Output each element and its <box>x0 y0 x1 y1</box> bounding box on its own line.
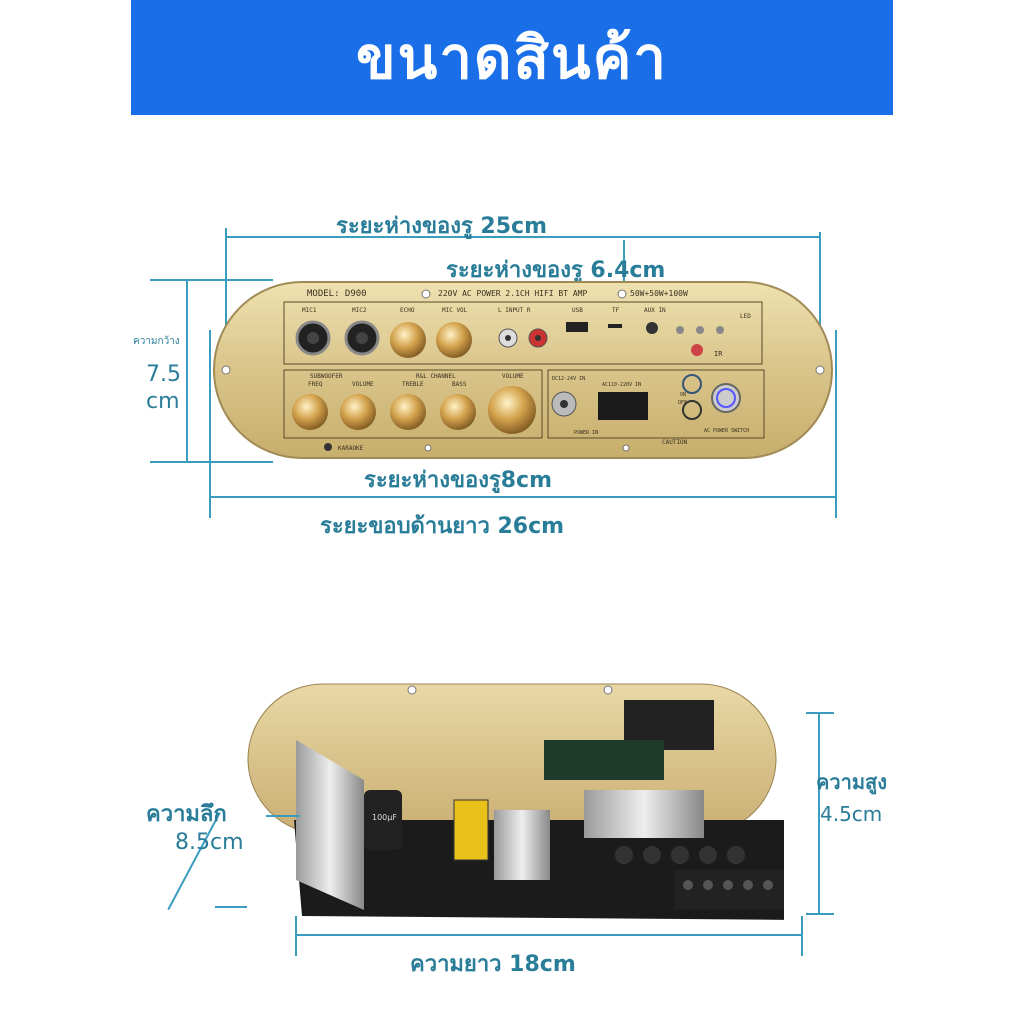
subwoofer-label: SUBWOOFER <box>310 373 343 380</box>
length-left-tick <box>295 916 297 956</box>
power-icon-top <box>682 374 702 394</box>
panel-power: 220V AC POWER 2.1CH HIFI BT AMP <box>438 289 587 298</box>
line-input-label: L INPUT R <box>498 307 531 314</box>
edge-right-tick <box>835 330 837 518</box>
width-value-2: cm <box>146 389 180 414</box>
height-top-tick <box>806 712 834 714</box>
width-value-1: 7.5 <box>146 362 181 387</box>
sub-volume-label: VOLUME <box>352 381 374 388</box>
height-label: ความสูง <box>816 770 887 794</box>
tf-slot <box>608 324 622 328</box>
height-bottom-tick <box>806 913 834 915</box>
echo-label: ECHO <box>400 307 415 314</box>
power-in-label: POWER IN <box>574 430 598 436</box>
usb-port <box>566 322 588 332</box>
main-volume-knob <box>488 386 536 434</box>
amplifier-front-panel: MODEL: D900 220V AC POWER 2.1CH HIFI BT … <box>213 281 833 459</box>
freq-label: FREQ <box>308 381 323 388</box>
height-value: 4.5cm <box>820 802 883 826</box>
edge-length-label: ระยะขอบด้านยาว 26cm <box>320 514 565 539</box>
width-bottom-line <box>150 461 273 463</box>
length-label: ความยาว 18cm <box>410 952 576 977</box>
amplifier-board-photo: 100μF <box>247 683 784 920</box>
capacitor <box>364 790 402 850</box>
length-right-tick <box>801 916 803 956</box>
echo-knob <box>390 322 426 358</box>
tf-label: TF <box>612 307 620 314</box>
heatsink-right <box>584 790 704 838</box>
heatsink-left <box>296 740 364 910</box>
ir-receiver <box>691 344 703 356</box>
off-label: OFF <box>678 400 687 406</box>
freq-knob <box>292 394 328 430</box>
hole-spacing-outer-label: ระยะห่างของรู 25cm <box>336 214 547 239</box>
height-vertical-line <box>818 712 820 914</box>
edge-left-tick <box>209 330 211 518</box>
ir-label: IR <box>714 350 723 358</box>
title-banner: ขนาดสินค้า <box>131 0 893 115</box>
depth-top-tick <box>266 815 300 817</box>
speaker-terminal <box>674 870 784 910</box>
ac-in-label: AC110-220V IN <box>602 382 641 388</box>
edge-length-line <box>210 496 836 498</box>
panel-model: MODEL: D900 <box>307 289 367 299</box>
length-line <box>296 934 802 936</box>
bass-label: BASS <box>452 381 467 388</box>
caution-label: CAUTION <box>662 439 688 446</box>
rl-channel-label: R&L CHANNEL <box>416 373 456 380</box>
main-volume-label: VOLUME <box>502 373 524 380</box>
karaoke-label: KARAOKE <box>338 445 364 452</box>
outer-left-tick <box>225 228 227 348</box>
banner-title: ขนาดสินค้า <box>356 24 668 92</box>
treble-label: TREBLE <box>402 381 424 388</box>
depth-value: 8.5cm <box>175 830 244 855</box>
mic1-label: MIC1 <box>302 307 317 314</box>
transformer <box>453 799 489 861</box>
capacitor-label: 100μF <box>372 813 397 822</box>
heatsink-middle <box>494 810 550 880</box>
ac-socket <box>598 392 648 420</box>
ac-power-switch-label: AC POWER SWITCH <box>704 428 749 434</box>
treble-knob <box>390 394 426 430</box>
bt-module <box>544 740 664 780</box>
width-vertical-line <box>186 279 188 463</box>
mic-vol-label: MIC VOL <box>442 307 468 314</box>
depth-label: ความลึก <box>146 802 227 827</box>
usb-label: USB <box>572 307 583 314</box>
hole-spacing-bottom-label: ระยะห่างของรู8cm <box>364 468 553 493</box>
power-icon-bottom <box>682 400 702 420</box>
sub-volume-knob <box>340 394 376 430</box>
panel-watts: 50W+50W+100W <box>630 289 688 298</box>
width-top-line <box>150 279 273 281</box>
top-spacing-tick <box>623 240 625 290</box>
aux-in-label: AUX IN <box>644 307 666 314</box>
width-caption: ความกว้าง <box>133 336 180 347</box>
outer-right-tick <box>819 232 821 350</box>
bass-knob <box>440 394 476 430</box>
hole-spacing-outer-line <box>226 236 820 238</box>
mic2-label: MIC2 <box>352 307 367 314</box>
depth-bottom-tick <box>215 906 247 908</box>
dc-in-label: DC12-24V IN <box>552 376 585 382</box>
led-label: LED <box>740 313 751 320</box>
hole-spacing-top-label: ระยะห่างของรู 6.4cm <box>446 258 666 283</box>
on-label: ON <box>680 392 686 398</box>
mic-vol-knob <box>436 322 472 358</box>
aux-jack <box>646 322 658 334</box>
